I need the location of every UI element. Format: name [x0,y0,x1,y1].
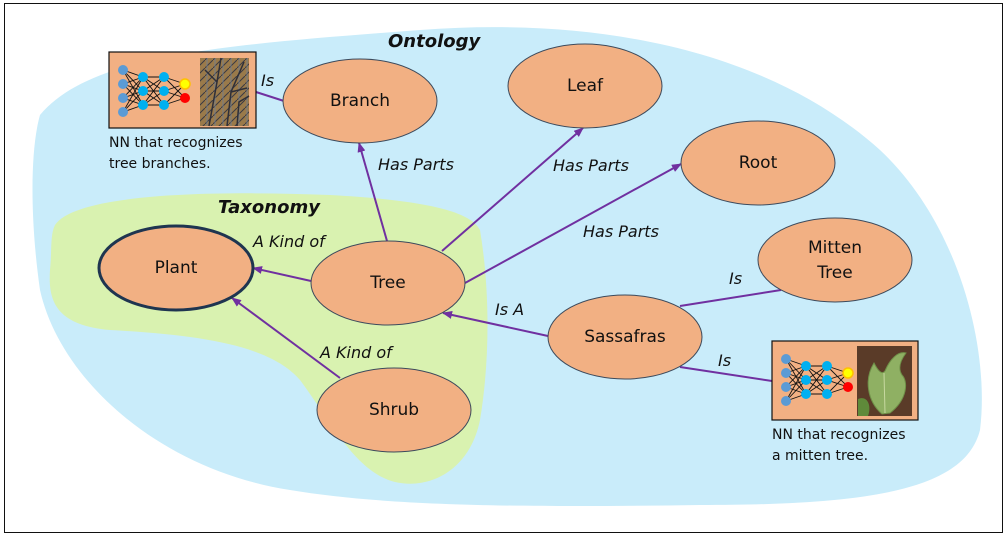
edge-sassafras-mitten [679,289,782,307]
neural-network-icon [781,354,854,406]
edge-label-has-parts-branch: Has Parts [378,155,454,174]
node-label-tree: Tree [369,273,405,293]
nn-branch-caption-line2: tree branches. [109,156,211,172]
nn-neuron [781,382,791,392]
nn-branch-caption-line1: NN that recognizes [109,135,243,151]
nn-neuron [118,93,128,103]
nn-connection [805,365,828,395]
nn-output-node [180,93,190,103]
edge-nn-branch [255,91,285,102]
tree-branches-photo [200,57,250,127]
nn-neuron [138,86,148,96]
nn-neuron [781,396,791,406]
nn-box-mitten[interactable] [771,340,919,421]
nn-neuron [138,100,148,110]
nn-output-node [842,367,854,379]
nn-neuron [118,79,128,89]
edge-sassafras-tree [442,311,549,337]
nn-neuron [159,100,169,110]
edge-label-kind-of-tree: A Kind of [252,232,327,251]
nn-neuron [801,361,811,371]
edge-label-is-a: Is A [495,300,524,319]
edge-label-is-mitten: Is [729,269,742,288]
node-root[interactable] [680,120,836,206]
edge-tree-branch [357,142,388,242]
edge-label-has-parts-leaf: Has Parts [553,156,629,175]
edge-shrub-plant [231,297,341,379]
nn-mitten-caption-line1: NN that recognizes [772,427,906,443]
edge-tree-root [464,163,682,284]
nn-box-branch[interactable] [108,51,257,129]
nn-neuron [801,389,811,399]
taxonomy-title: Taxonomy [218,197,321,218]
nn-mitten-caption-line2: a mitten tree. [772,448,868,464]
nn-neuron [801,375,811,385]
node-branch[interactable] [282,58,438,144]
nn-neuron [822,389,832,399]
nn-neuron [822,375,832,385]
nn-connection [142,76,165,106]
ontology-title: Ontology [388,31,482,52]
node-label-mitten-line2: Tree [816,263,852,283]
node-label-branch: Branch [330,91,390,111]
nn-connection [785,365,807,402]
nn-neuron [159,86,169,96]
nn-neuron [118,65,128,75]
node-leaf[interactable] [507,43,663,129]
node-label-sassafras: Sassafras [584,327,666,347]
edge-tree-leaf [441,127,584,252]
node-shrub[interactable] [316,367,472,453]
edge-label-is-nn-mitten: Is [718,351,731,370]
nn-neuron [138,72,148,82]
edge-label-kind-of-shrub: A Kind of [319,343,394,362]
node-label-shrub: Shrub [369,400,419,420]
edge-sassafras-nn [679,366,773,382]
edge-label-has-parts-root: Has Parts [583,222,659,241]
edge-tree-plant [252,266,312,282]
node-label-mitten-line1: Mitten [808,238,862,258]
edge-label-is-nn-branch: Is [261,71,274,90]
nn-output-node [179,78,191,90]
neural-network-icon [118,65,191,117]
nn-neuron [822,361,832,371]
node-mitten-tree[interactable] [757,217,913,303]
nn-neuron [159,72,169,82]
node-label-leaf: Leaf [567,76,604,96]
nn-output-node [843,382,853,392]
node-label-plant: Plant [155,258,198,278]
nn-neuron [781,368,791,378]
node-tree[interactable] [310,240,466,326]
nn-neuron [118,107,128,117]
nn-connection [122,76,144,113]
node-plant[interactable] [97,224,255,312]
node-sassafras[interactable] [547,294,703,380]
node-label-root: Root [739,153,778,173]
nn-neuron [781,354,791,364]
sassafras-leaf-photo [857,346,912,416]
